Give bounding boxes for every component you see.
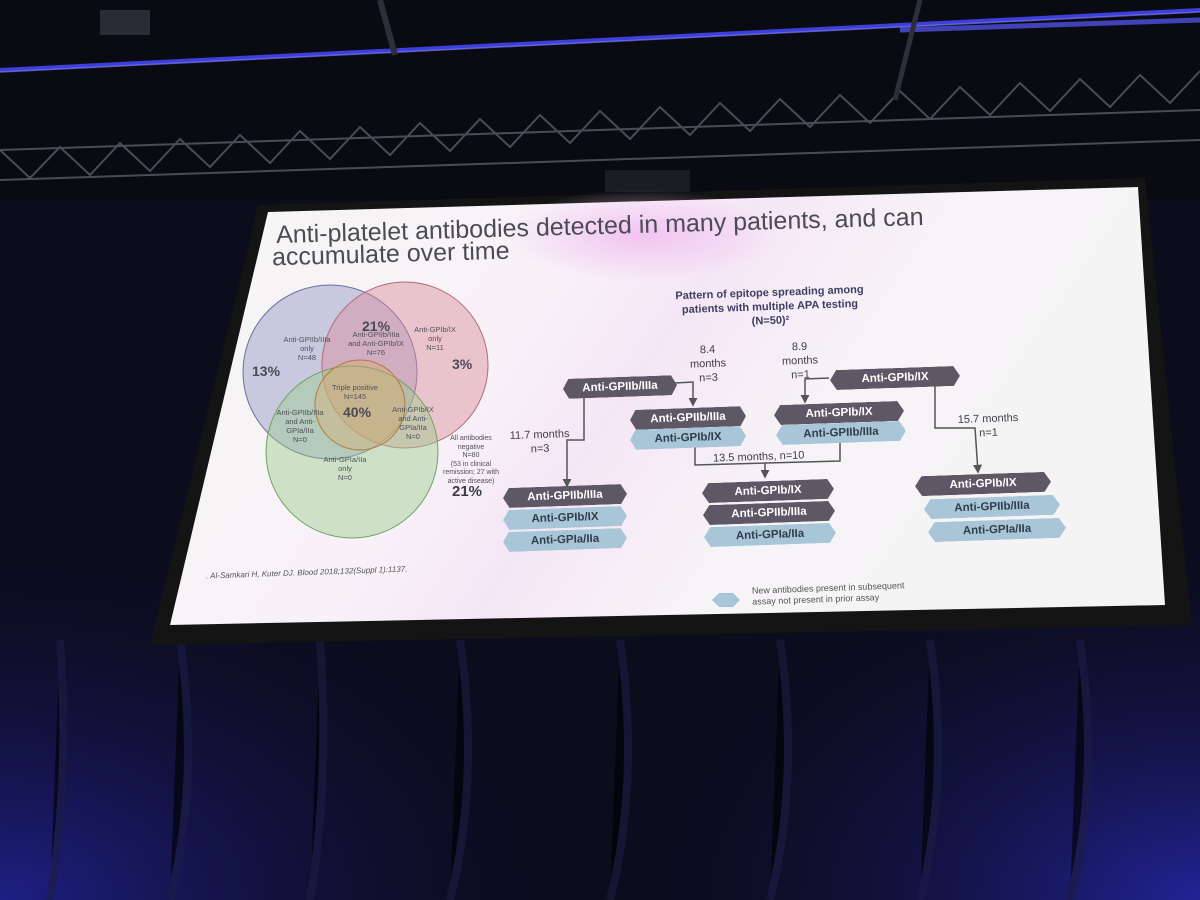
venn-diagram [242, 281, 489, 539]
venn-circle-gp1a2a [265, 365, 439, 539]
lighting-truss [0, 70, 1200, 181]
antibody-negative-pct: 21% [452, 483, 483, 500]
interval-8-9-months: 8.9 months n=1 [781, 340, 819, 382]
projector-bracket [605, 170, 690, 192]
interval-15-7-months: 15.7 months n=1 [957, 411, 1019, 440]
interval-11-7-months: 11.7 months n=3 [509, 427, 570, 456]
venn-pct-gp1b9-only: 3% [452, 356, 473, 372]
antibody-negative-label: All antibodies negative N=80 (53 in clin… [442, 435, 500, 485]
slide [170, 187, 1165, 625]
venn-label-gp2b3a-only: Anti-GPIIb/IIIa only N=48 [283, 335, 331, 362]
venn-circle-gp1b9 [321, 281, 489, 449]
venn-label-gp1b-gp1a: Anti-GPIb/IX and Anti- GPIa/IIa N=0 [392, 405, 434, 441]
timeline-root-gp2b3a: Anti-GPIIb/IIIa [563, 375, 678, 399]
interval-8-4-months: 8.4 months n=3 [689, 343, 727, 385]
stage-light-strip [0, 8, 1200, 72]
venn-pct-triple: 40% [343, 404, 372, 420]
venn-label-triple: Triple positive N=145 [332, 383, 378, 401]
timeline-mid1-gp1b9: Anti-GPIb/IX [630, 426, 747, 450]
ceiling-fixture [100, 10, 150, 35]
venn-core [314, 359, 406, 451]
venn-label-gp2b-gp1b: Anti-GPIIb/IIIa and Anti-GPIb/IX N=76 [348, 330, 404, 357]
timeline-mid1-gp2b3a: Anti-GPIIb/IIIa [630, 406, 747, 430]
venn-label-gp1a-only: Anti-GPIa/IIa only N=0 [323, 455, 367, 482]
venn-pct-gp2b-gp1b: 21% [362, 318, 391, 334]
legend-hexagon-icon [712, 593, 740, 607]
venn-pct-gp2b3a-only: 13% [252, 363, 281, 379]
ceiling [0, 0, 1200, 200]
timeline-connectors [562, 377, 982, 488]
venn-label-gp2b-gp1a: Anti-GPIIb/IIIa and Anti- GPIa/IIa N=0 [276, 408, 324, 444]
venn-label-gp1b9-only: Anti-GPIb/IX only N=11 [414, 325, 456, 352]
